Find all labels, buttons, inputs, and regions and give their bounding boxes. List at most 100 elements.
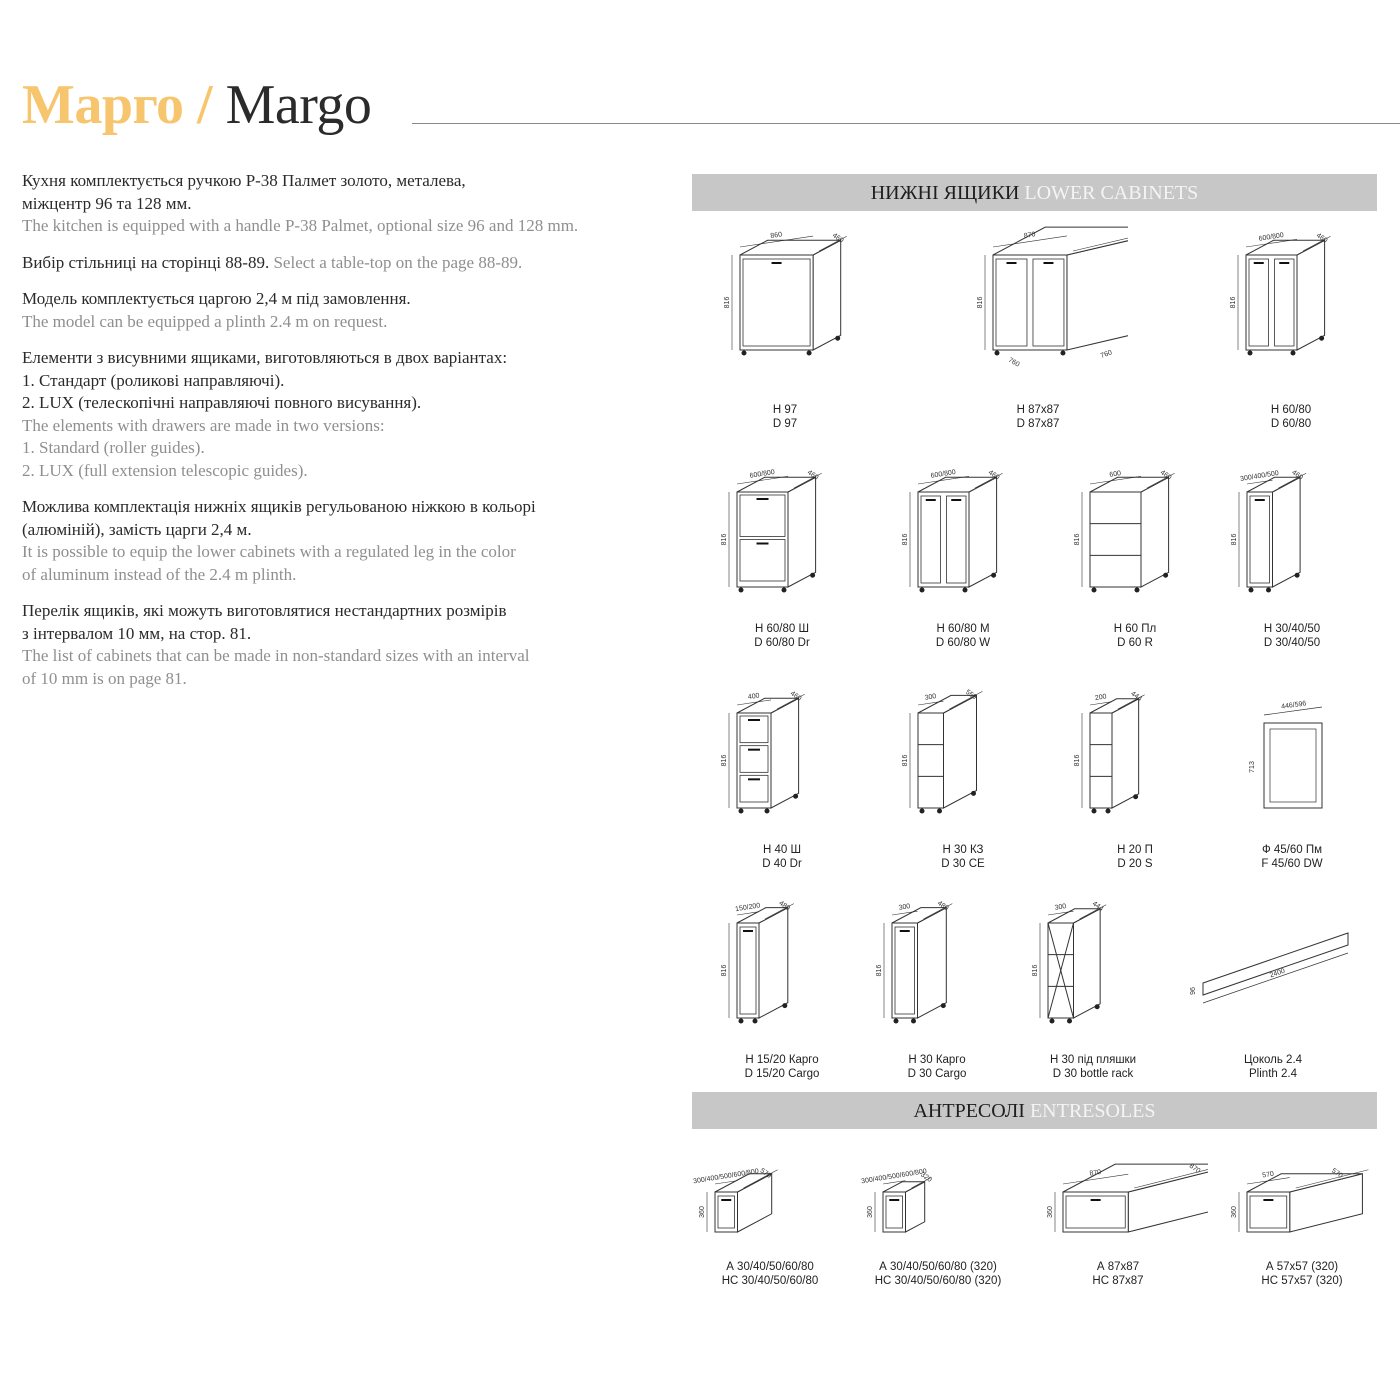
cabinet-code-ua: А 30/40/50/60/80 <box>726 1261 814 1273</box>
cabinet-code-en: НС 30/40/50/60/80 <box>721 1275 819 1287</box>
cabinet-code-en: D 30 CE <box>941 858 985 870</box>
page-title: Марго / Margo <box>22 74 372 136</box>
cabinet-code-ua: Н 30 КЗ <box>942 844 984 856</box>
dimension-label: 760 <box>1007 357 1021 369</box>
intro-paragraph: Перелік ящиків, які можуть виготовлятися… <box>22 601 530 688</box>
cabinet-label: А 30/40/50/60/80 (320)НС 30/40/50/60/80 … <box>848 1260 1028 1288</box>
cabinet-code-ua: Н 15/20 Карго <box>745 1054 819 1066</box>
cabinet-code-en: НС 57x57 (320) <box>1261 1275 1343 1287</box>
dimension-label: 300 <box>1054 903 1067 912</box>
dimension-label: 870 <box>1023 231 1036 240</box>
cabinet-code-en: F 45/60 DW <box>1261 858 1323 870</box>
cabinet-code-ua: А 30/40/50/60/80 (320) <box>879 1261 997 1273</box>
cabinet-code-ua: Н 87х87 <box>1016 404 1060 416</box>
cabinet-drawing: 2400 96 <box>1190 932 1349 1004</box>
cabinet-code-en: D 87x87 <box>1016 418 1060 430</box>
dimension-label: 360 <box>867 1206 874 1218</box>
dimension-label: 300 <box>898 903 911 912</box>
cabinet-code-ua: Цоколь 2.4 <box>1243 1054 1303 1066</box>
dimension-label: 360 <box>1047 1206 1054 1218</box>
cabinet-label: А 57х57 (320) НС 57x57 (320) <box>1212 1260 1392 1288</box>
cabinet-label: Н 60/80 Ш D 60/80 Dr <box>692 622 872 650</box>
cabinet-label: А 30/40/50/60/80 НС 30/40/50/60/80 <box>680 1260 860 1288</box>
dimension-label: 816 <box>721 755 728 767</box>
dimension-label: 400 <box>747 692 760 701</box>
cabinet-label: Н 87х87 D 87x87 <box>948 403 1128 431</box>
dimension-label: 300 <box>924 693 937 702</box>
dimension-label: 600/800 <box>749 469 775 480</box>
dimension-label: 600/800 <box>1258 232 1284 243</box>
dimension-label: 816 <box>902 534 909 546</box>
dimension-label: 713 <box>1249 761 1256 773</box>
lower-cabinets-heading: НИЖНІ ЯЩИКИ LOWER CABINETS <box>692 174 1377 211</box>
dimension-label: 816 <box>1074 534 1081 546</box>
dimension-label: 360 <box>1231 1206 1238 1218</box>
cabinet-code-ua: Н 30 під пляшки <box>1049 1054 1137 1066</box>
dimension-label: 96 <box>1190 987 1197 995</box>
cabinet-code-en: D 60/80 Dr <box>754 637 810 649</box>
cabinet-code-ua: Н 60/80 Ш <box>754 623 809 635</box>
cabinet-code-ua: Н 40 Ш <box>762 844 802 856</box>
cabinet-code-en: D 30/40/50 <box>1263 637 1321 649</box>
intro-paragraph: Кухня комплектується ручкою Р-38 Палмет … <box>22 171 579 235</box>
dimension-label: 816 <box>721 965 728 977</box>
dimension-label: 816 <box>977 297 984 309</box>
cabinet-code-en: Plinth 2.4 <box>1249 1068 1297 1080</box>
dimension-label: 2400 <box>1269 968 1286 980</box>
dimension-label: 870 <box>1089 1169 1102 1178</box>
cabinet-code-en: D 40 Dr <box>762 858 802 870</box>
cabinet-code-en: НС 87x87 <box>1092 1275 1144 1287</box>
dimension-label: 816 <box>724 297 731 309</box>
cabinet-code-ua: Н 30 Карго <box>908 1054 966 1066</box>
dimension-label: 816 <box>1074 755 1081 767</box>
cabinet-code-ua: Н 20 П <box>1117 844 1153 856</box>
dimension-label: 360 <box>699 1206 706 1218</box>
cabinet-code-ua: А 57х57 (320) <box>1265 1261 1339 1273</box>
dimension-label: 600 <box>1109 470 1122 479</box>
dimension-label: 816 <box>1032 965 1039 977</box>
cabinet-label: Н 30/40/50 D 30/40/50 <box>1202 622 1382 650</box>
dimension-label: 760 <box>1100 349 1113 360</box>
intro-paragraph: Вибір стільниці на сторінці 88-89. Selec… <box>22 252 523 272</box>
dimension-label: 570 <box>1262 1171 1275 1180</box>
cabinet-code-ua: Н 30/40/50 <box>1263 623 1321 635</box>
cabinet-code-ua: Н 60/80 М <box>936 623 990 635</box>
dimension-label: 860 <box>770 231 783 240</box>
intro-paragraph: Модель комплектується царгою 2,4 м під з… <box>22 289 411 331</box>
dimension-label: 816 <box>876 965 883 977</box>
intro-paragraph: Елементи з висувними ящиками, виготовляю… <box>22 348 508 480</box>
cabinet-code-en: D 60/80 <box>1270 418 1312 430</box>
entresoles-heading: АНТРЕСОЛІ ENTRESOLES <box>692 1092 1377 1129</box>
cabinet-code-en: D 20 S <box>1117 858 1153 870</box>
